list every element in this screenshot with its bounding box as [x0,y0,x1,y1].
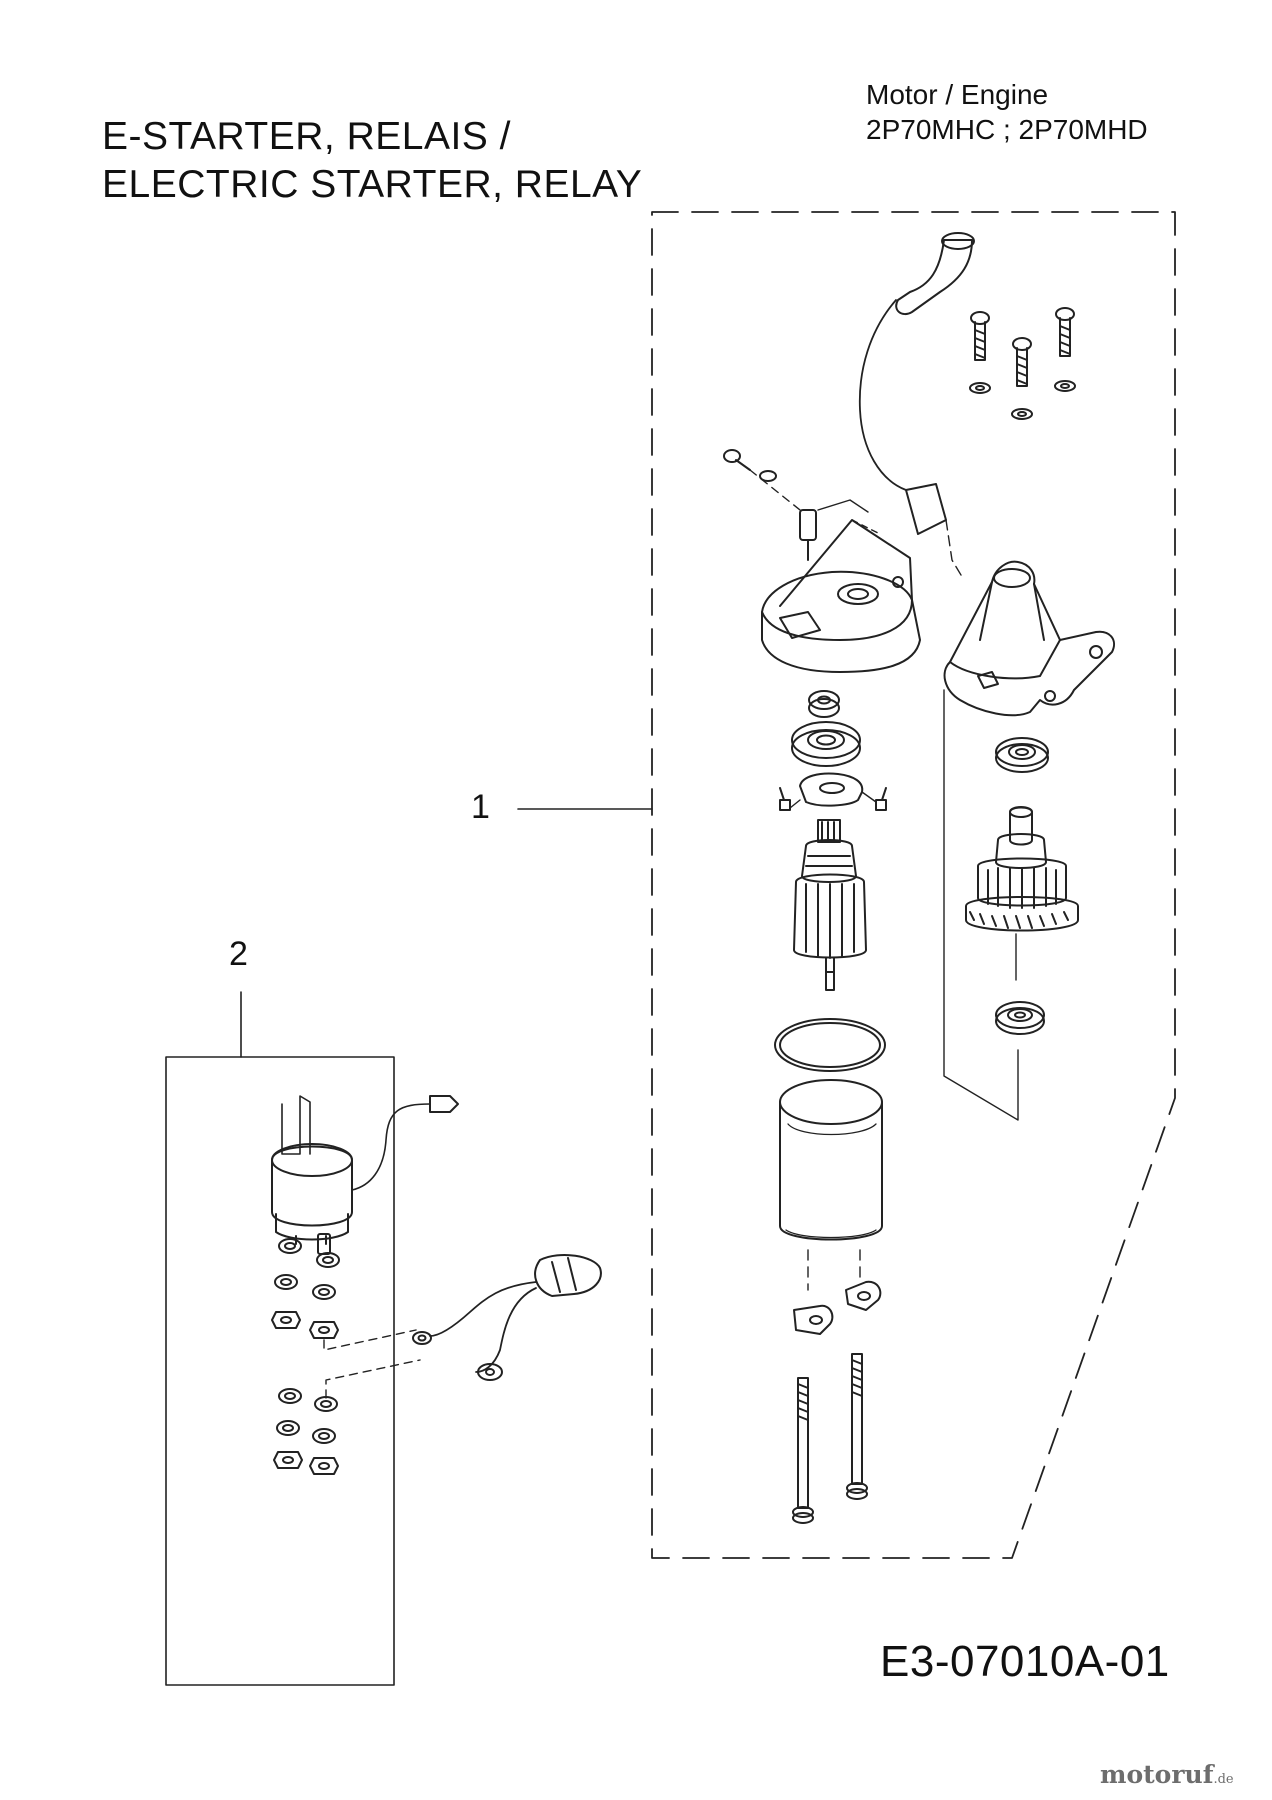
watermark-logo: motoruf.de [1100,1760,1234,1789]
armature [793,819,867,991]
through-bolts [792,1353,868,1524]
housing-axis-line [807,1249,861,1291]
drawing-code: E3-07010A-01 [880,1637,1170,1686]
bearing-right-upper [995,737,1049,773]
bearing-small [808,690,840,718]
motor-housing [779,1079,883,1241]
ground-tabs [793,1280,882,1335]
wire-lead-cap [858,232,975,581]
relay-cable [412,1253,602,1381]
end-cap-housing [761,519,921,673]
group-2-frame [165,1056,395,1686]
pinion-gear [965,806,1079,981]
group-1-boundary [651,211,1176,1559]
engine-label: Motor / Engine [866,79,1049,110]
terminal-screw [723,449,869,561]
relay-hardware [271,1238,421,1475]
screws-top [969,307,1076,420]
engine-models: 2P70MHC ; 2P70MHD [866,114,1148,145]
bearing-right-lower [995,1001,1045,1035]
relay-solenoid [271,1095,459,1255]
o-ring [774,1018,886,1072]
callout-number-2: 2 [229,935,248,973]
callout-number-1: 1 [471,788,490,826]
page-title-line-1: E-STARTER, RELAIS / [102,115,511,158]
watermark-tld: .de [1213,1772,1234,1787]
gear-assembly-line [943,689,1019,1121]
brush-holder [779,772,887,811]
bearing-large [791,721,861,767]
watermark-name: motoruf [1100,1760,1214,1789]
page-title-line-2: ELECTRIC STARTER, RELAY [102,163,643,206]
drive-end-bracket [943,560,1115,717]
